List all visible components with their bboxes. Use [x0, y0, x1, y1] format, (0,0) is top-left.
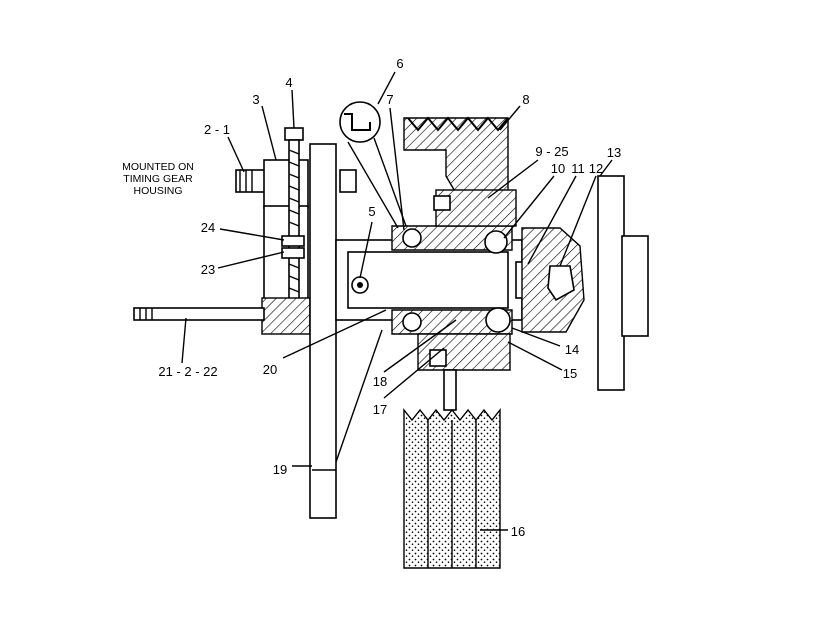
mounting-bracket — [133, 127, 357, 335]
callout-18: 18 — [373, 374, 387, 389]
callout-17: 17 — [373, 402, 387, 417]
callout-13: 13 — [607, 145, 621, 160]
mounting-note: MOUNTED ON TIMING GEAR HOUSING — [122, 161, 194, 197]
detail-inset — [339, 101, 407, 229]
fan-pulley-upper — [403, 116, 517, 227]
callout-3: 3 — [252, 92, 259, 107]
callout-7: 7 — [386, 92, 393, 107]
callout-24: 24 — [201, 220, 215, 235]
callout-11: 11 — [571, 161, 585, 176]
clutch-housing — [521, 175, 649, 391]
callout-9-25: 9 - 25 — [535, 144, 568, 159]
callout-20: 20 — [263, 362, 277, 377]
callout-10: 10 — [551, 161, 565, 176]
idler-plate — [309, 143, 383, 519]
callout-15: 15 — [563, 366, 577, 381]
leader-lines — [181, 71, 613, 531]
callout-8: 8 — [522, 92, 529, 107]
callout-5: 5 — [368, 204, 375, 219]
callout-2-1: 2 - 1 — [204, 122, 230, 137]
callout-19: 19 — [273, 462, 287, 477]
callout-6: 6 — [396, 56, 403, 71]
callout-16: 16 — [511, 524, 525, 539]
fan-shaft — [335, 239, 523, 321]
callout-labels: 2 - 1 3 4 5 6 7 8 9 - 25 10 11 12 13 14 … — [158, 56, 621, 539]
fan-pulley-lower — [417, 333, 511, 411]
callout-21-2-22: 21 - 2 - 22 — [158, 364, 217, 379]
drive-belts — [403, 408, 501, 569]
callout-4: 4 — [285, 75, 292, 90]
note-line-2: TIMING GEAR — [123, 173, 193, 185]
callout-12: 12 — [589, 161, 603, 176]
callout-14: 14 — [565, 342, 579, 357]
hub-housing — [391, 225, 527, 335]
note-line-1: MOUNTED ON — [122, 161, 194, 173]
note-line-3: HOUSING — [133, 185, 182, 197]
callout-23: 23 — [201, 262, 215, 277]
